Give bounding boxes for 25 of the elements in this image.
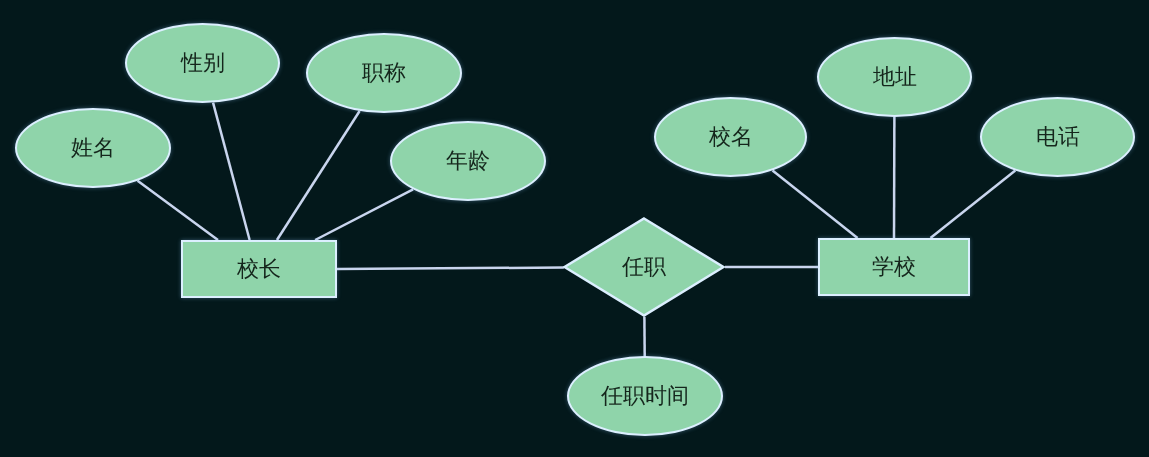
connector-line bbox=[643, 316, 646, 356]
attribute-name: 年龄 bbox=[446, 147, 490, 175]
relationship-name: 任职 bbox=[622, 253, 666, 281]
attribute-name: 职称 bbox=[362, 59, 406, 87]
connector-line bbox=[892, 117, 896, 238]
entity-name: 学校 bbox=[872, 253, 916, 281]
attribute-name: 地址 bbox=[872, 63, 917, 91]
relationship-diamond bbox=[563, 217, 725, 317]
attribute-name: 电话 bbox=[1035, 123, 1080, 151]
connector-line bbox=[275, 110, 361, 241]
connector-line bbox=[136, 179, 219, 241]
attribute-ellipse bbox=[390, 121, 546, 201]
connector-line bbox=[337, 266, 564, 271]
attribute-name: 性别 bbox=[180, 49, 225, 77]
entity-name: 校长 bbox=[237, 255, 281, 283]
connector-line bbox=[314, 188, 414, 242]
entity-rectangle bbox=[818, 238, 970, 296]
connector-line bbox=[211, 102, 251, 241]
entity-rectangle bbox=[181, 240, 337, 298]
connector-line bbox=[725, 265, 818, 269]
attribute-name: 任职时间 bbox=[601, 382, 689, 410]
connector-line bbox=[771, 169, 859, 239]
attribute-name: 校名 bbox=[708, 123, 753, 151]
attribute-name: 姓名 bbox=[71, 134, 115, 162]
connector-line bbox=[929, 169, 1017, 239]
